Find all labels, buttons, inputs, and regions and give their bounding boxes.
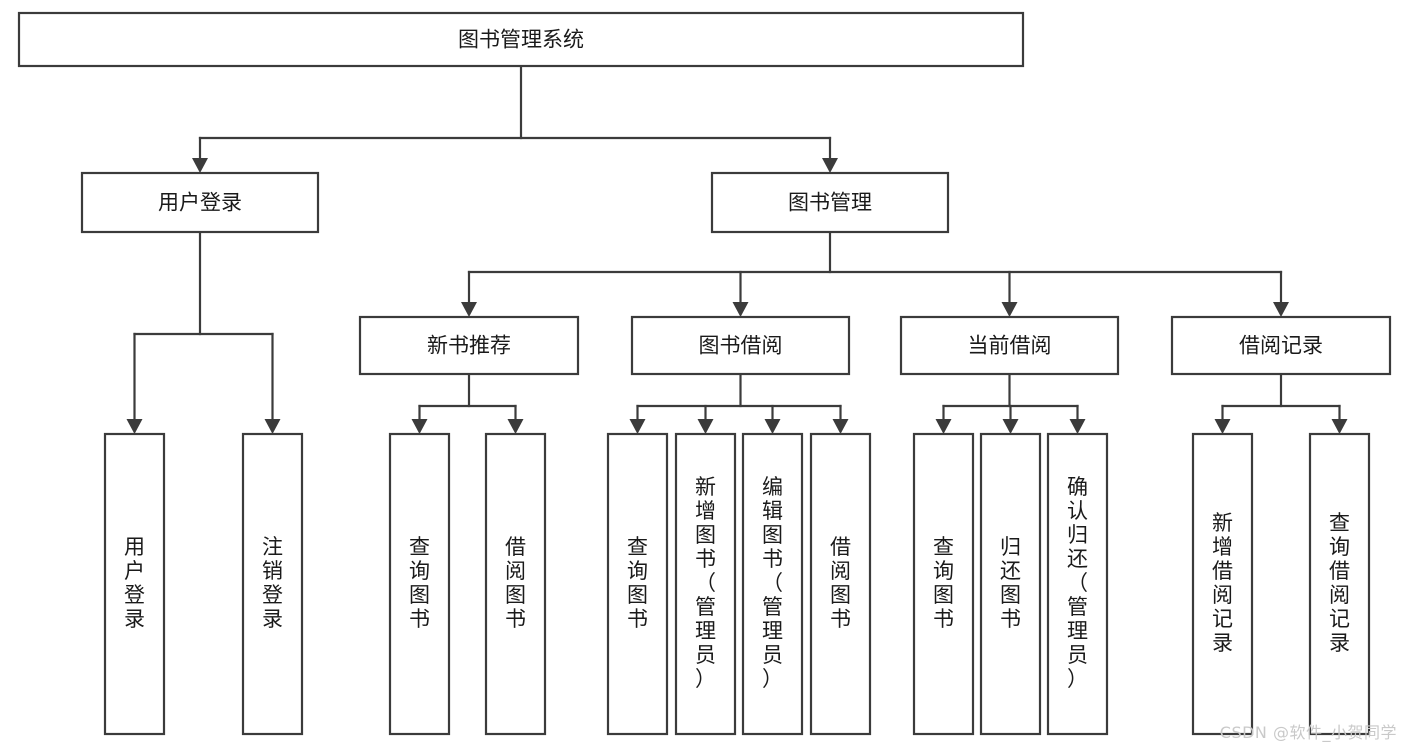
arrow-to-leaf-query-book-2-arrowhead [629,419,646,434]
node-label-leaf-query-book-2: 查询图书 [627,535,648,631]
node-label-leaf-query-book-3: 查询图书 [933,535,954,631]
node-box-new-book-recommend [358,315,580,376]
arrow-to-borrow-record-arrowhead [1273,302,1289,317]
node-label-book-management: 图书管理 [788,191,872,215]
node-box-user-login [80,171,320,234]
node-leaf-query-book-2[interactable]: 查询图书 [606,432,669,736]
node-label-leaf-add-record: 新增借阅记录 [1212,511,1233,655]
node-box-root [17,11,1025,68]
node-label-leaf-query-record: 查询借阅记录 [1329,511,1350,655]
arrow-to-new-book-recommend-arrowhead [461,302,477,317]
node-current-borrow[interactable]: 当前借阅 [899,315,1120,376]
arrow-to-leaf-borrow-book-1-arrowhead [507,419,524,434]
arrow-to-leaf-add-book-arrowhead [697,419,714,434]
node-label-leaf-borrow-book-1: 借阅图书 [505,535,526,631]
arrow-to-leaf-user-logout-arrowhead [264,419,281,434]
node-root[interactable]: 图书管理系统 [17,11,1025,68]
node-leaf-borrow-book-1[interactable]: 借阅图书 [484,432,547,736]
nodes-layer: 图书管理系统用户登录图书管理新书推荐图书借阅当前借阅借阅记录用户登录注销登录查询… [17,11,1392,736]
node-label-borrow-record: 借阅记录 [1239,334,1323,358]
node-label-leaf-edit-book: 编辑图书（管理员） [762,475,783,691]
node-label-leaf-confirm-return: 确认归还（管理员） [1067,475,1088,691]
node-new-book-recommend[interactable]: 新书推荐 [358,315,580,376]
node-box-leaf-user-logout [241,432,304,736]
node-label-root: 图书管理系统 [458,28,584,52]
node-box-book-management [710,171,950,234]
node-leaf-confirm-return[interactable]: 确认归还（管理员） [1046,432,1109,736]
node-box-leaf-borrow-book-1 [484,432,547,736]
node-label-book-borrow: 图书借阅 [699,334,783,358]
arrow-to-leaf-query-book-3-arrowhead [935,419,952,434]
node-box-leaf-edit-book [741,432,804,736]
node-book-management[interactable]: 图书管理 [710,171,950,234]
arrow-to-leaf-query-record-arrowhead [1331,419,1348,434]
node-label-leaf-add-book: 新增图书（管理员） [695,475,716,691]
node-book-borrow[interactable]: 图书借阅 [630,315,851,376]
node-box-leaf-add-record [1191,432,1254,736]
arrow-to-book-management-arrowhead [822,158,838,173]
arrow-to-book-borrow-arrowhead [732,302,749,317]
watermark-text: CSDN @软件_小贺同学 [1219,723,1397,742]
arrow-to-leaf-return-book-arrowhead [1002,419,1019,434]
node-box-leaf-user-login [103,432,166,736]
node-label-leaf-return-book: 归还图书 [1000,535,1021,631]
node-leaf-query-book-1[interactable]: 查询图书 [388,432,451,736]
node-borrow-record[interactable]: 借阅记录 [1170,315,1392,376]
arrow-to-leaf-confirm-return-arrowhead [1069,419,1086,434]
arrow-to-leaf-query-book-1-arrowhead [411,419,428,434]
node-leaf-borrow-book-2[interactable]: 借阅图书 [809,432,872,736]
connectors-layer [126,64,1348,434]
arrow-to-leaf-add-record-arrowhead [1214,419,1231,434]
node-box-leaf-query-book-3 [912,432,975,736]
node-box-leaf-return-book [979,432,1042,736]
node-box-leaf-borrow-book-2 [809,432,872,736]
node-leaf-return-book[interactable]: 归还图书 [979,432,1042,736]
node-box-book-borrow [630,315,851,376]
arrow-to-current-borrow-arrowhead [1001,302,1018,317]
node-leaf-add-record[interactable]: 新增借阅记录 [1191,432,1254,736]
node-leaf-user-login[interactable]: 用户登录 [103,432,166,736]
node-box-current-borrow [899,315,1120,376]
node-box-leaf-query-book-1 [388,432,451,736]
node-box-leaf-query-book-2 [606,432,669,736]
node-box-leaf-query-record [1308,432,1371,736]
node-label-leaf-query-book-1: 查询图书 [409,535,430,631]
node-label-user-login: 用户登录 [158,191,242,215]
node-box-leaf-confirm-return [1046,432,1109,736]
arrow-to-leaf-edit-book-arrowhead [764,419,781,434]
node-box-borrow-record [1170,315,1392,376]
arrow-to-user-login-arrowhead [192,158,208,173]
node-label-current-borrow: 当前借阅 [968,334,1052,358]
node-label-leaf-user-login: 用户登录 [124,535,145,631]
node-leaf-add-book[interactable]: 新增图书（管理员） [674,432,737,736]
node-label-leaf-borrow-book-2: 借阅图书 [830,535,851,631]
node-user-login[interactable]: 用户登录 [80,171,320,234]
node-label-leaf-user-logout: 注销登录 [262,535,283,631]
node-label-new-book-recommend: 新书推荐 [427,334,511,358]
node-leaf-user-logout[interactable]: 注销登录 [241,432,304,736]
arrow-to-leaf-borrow-book-2-arrowhead [832,419,849,434]
node-leaf-query-record[interactable]: 查询借阅记录 [1308,432,1371,736]
node-leaf-query-book-3[interactable]: 查询图书 [912,432,975,736]
node-box-leaf-add-book [674,432,737,736]
node-leaf-edit-book[interactable]: 编辑图书（管理员） [741,432,804,736]
arrow-to-leaf-user-login-arrowhead [126,419,143,434]
